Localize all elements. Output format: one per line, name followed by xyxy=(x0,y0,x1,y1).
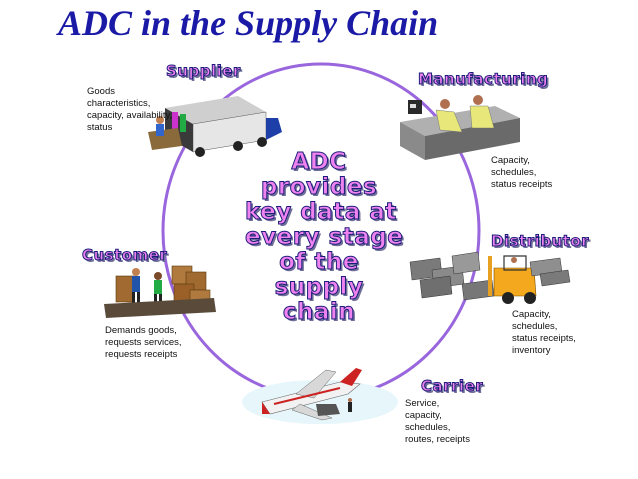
stage-label-carrier: Carrier xyxy=(420,377,484,396)
center-line: of the xyxy=(279,249,359,275)
factory-workers-icon xyxy=(400,95,520,160)
center-line: chain xyxy=(282,299,356,325)
stage-label-customer: Customer xyxy=(81,246,168,265)
forklift-icon xyxy=(409,251,571,304)
center-line: supply xyxy=(274,274,364,300)
airplane-icon xyxy=(242,368,398,424)
center-line: ADC xyxy=(291,149,347,175)
center-line: every stage xyxy=(245,224,404,250)
center-line: provides xyxy=(260,174,378,200)
carrier-note: Service, capacity, schedules, routes, re… xyxy=(405,398,470,445)
center-line: key data at xyxy=(245,199,397,225)
distributor-note: Capacity, schedules, status receipts, in… xyxy=(512,309,576,356)
page-title: ADC in the Supply Chain xyxy=(58,3,439,43)
center-message: ADC provides key data at every stage of … xyxy=(245,149,404,325)
supplier-note: Goods characteristics, capacity, availab… xyxy=(87,86,173,133)
manufacturing-note: Capacity, schedules, status receipts xyxy=(491,155,553,190)
customer-note: Demands goods, requests services, reques… xyxy=(105,325,182,360)
stage-label-manufacturing: Manufacturing xyxy=(417,70,549,89)
customers-with-boxes-icon xyxy=(104,265,216,318)
truck-icon xyxy=(148,96,282,157)
stage-label-supplier: Supplier xyxy=(166,62,241,81)
stage-label-distributor: Distributor xyxy=(490,232,590,251)
